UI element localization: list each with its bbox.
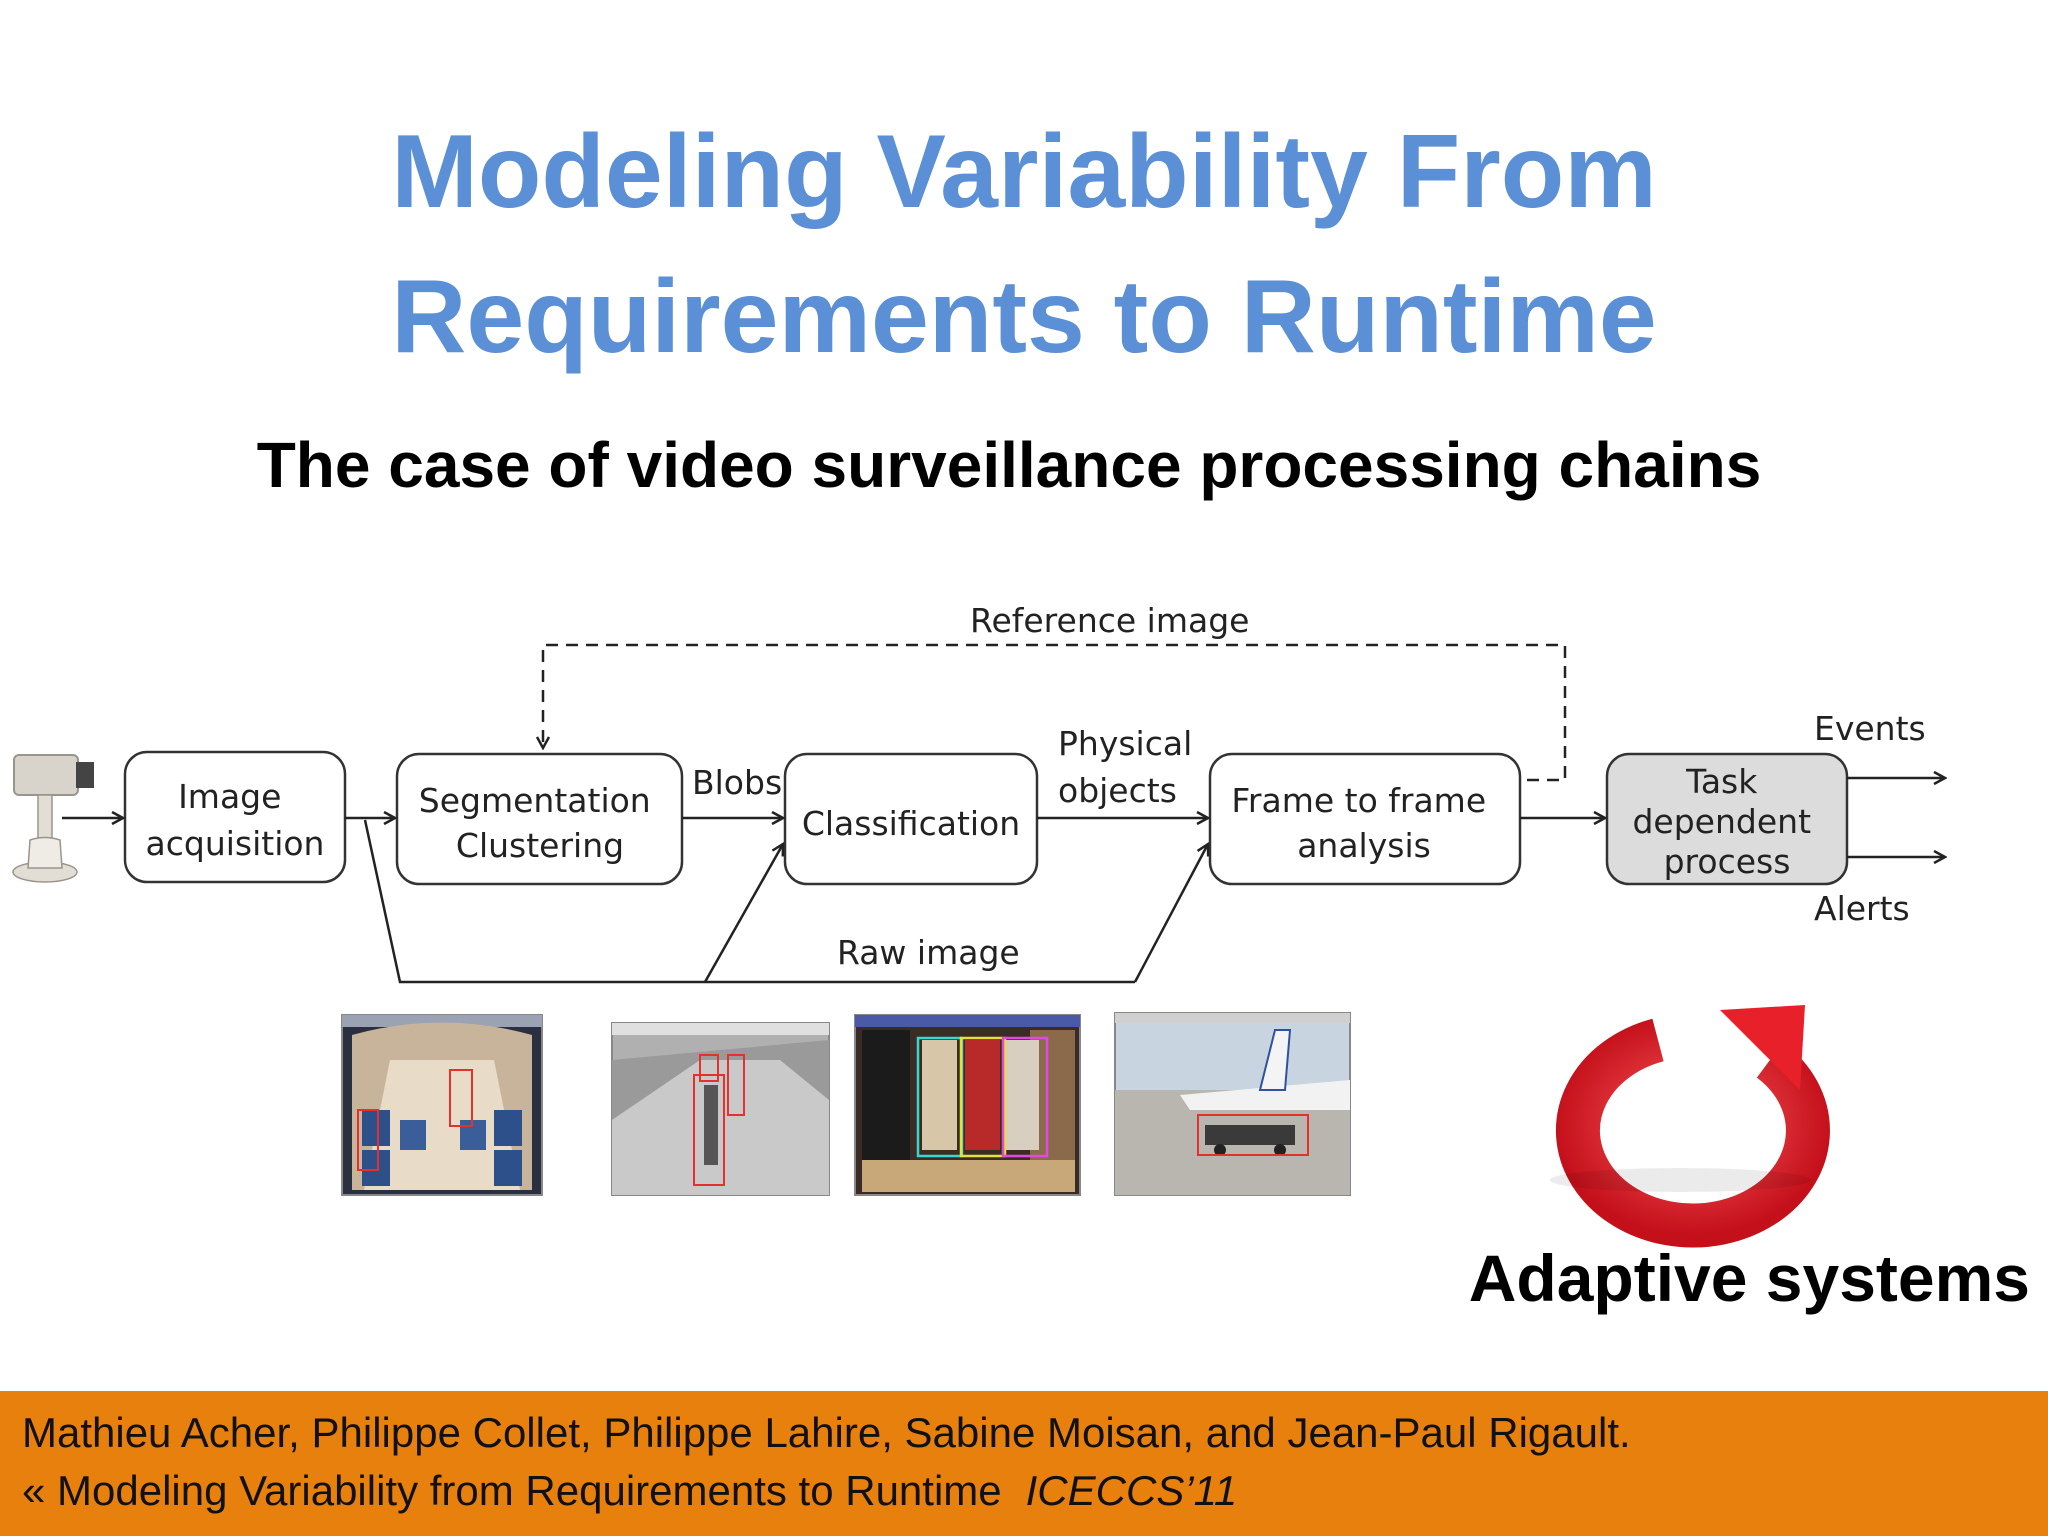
footer-authors: Mathieu Acher, Philippe Collet, Philippe…: [22, 1409, 1631, 1456]
footer-venue: ICECCS’11: [1025, 1467, 1238, 1514]
reference-image-path: [543, 643, 1567, 782]
slide-subtitle: The case of video surveillance processin…: [256, 429, 1762, 501]
alerts-label: Alerts: [1814, 889, 1910, 928]
image-acquisition-label: Image acquisition: [146, 777, 325, 863]
thumbnail-corridor: [854, 1014, 1081, 1196]
frame-analysis-label: Frame to frame analysis: [1231, 781, 1496, 865]
task-process-box: [1605, 752, 1849, 886]
classification-label: Classification: [802, 804, 1020, 843]
footer-citation: « Modeling Variability from Requirements…: [22, 1467, 1002, 1514]
physical-objects-label: Physical objects: [1058, 724, 1203, 810]
camera-icon: [12, 754, 94, 883]
thumbnail-airport: [1114, 1012, 1351, 1196]
slide-title: Modeling Variability From Requirements t…: [0, 100, 2048, 390]
reference-image-label: Reference image: [970, 601, 1249, 640]
arrow-raw-to-classification: [703, 844, 783, 983]
arrow-raw-to-frame: [1133, 844, 1208, 983]
thumbnail-platform: [611, 1022, 830, 1196]
footer-citation-line: « Modeling Variability from Requirements…: [22, 1467, 1237, 1515]
citation-footer: Mathieu Acher, Philippe Collet, Philippe…: [0, 1391, 2048, 1536]
raw-image-label: Raw image: [837, 933, 1020, 972]
events-label: Events: [1814, 709, 1926, 748]
task-process-label: Task dependent process: [1632, 762, 1821, 881]
title-line-1: Modeling Variability From: [391, 114, 1657, 230]
raw-image-path: [363, 819, 1135, 984]
adaptive-systems-label: Adaptive systems: [1468, 1241, 2030, 1315]
thumbnail-train-interior: [341, 1014, 543, 1196]
blobs-label: Blobs: [692, 763, 782, 802]
cycle-arrow-icon: [1550, 1005, 1830, 1248]
segmentation-label: Segmentation Clustering: [419, 781, 661, 865]
title-line-2: Requirements to Runtime: [391, 259, 1657, 375]
